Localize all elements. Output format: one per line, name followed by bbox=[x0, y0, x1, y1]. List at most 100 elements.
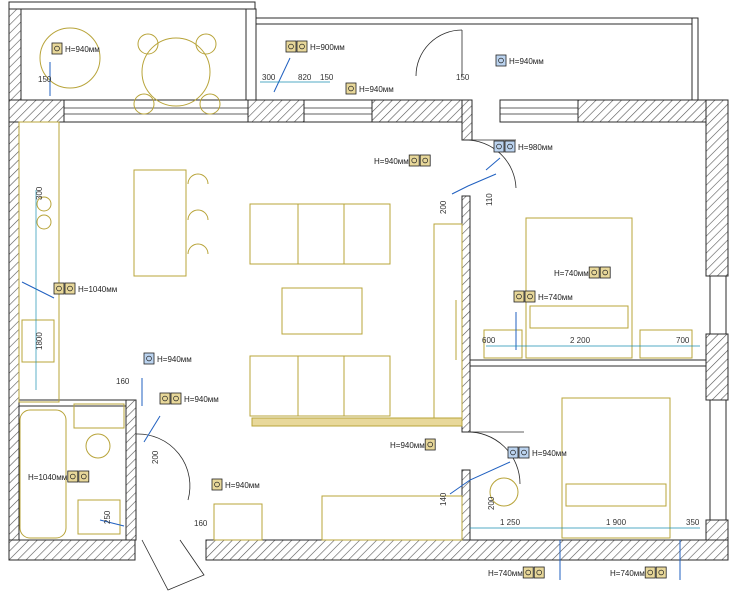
socket-icon bbox=[524, 290, 536, 303]
socket-outlet-icon bbox=[56, 285, 62, 292]
label-hall-top-socket: H=900мм bbox=[285, 40, 345, 53]
dim-kitchen-1800: 1800 bbox=[35, 332, 44, 350]
entrance-door bbox=[141, 539, 205, 591]
socket-icon bbox=[644, 566, 656, 579]
socket-outlet-icon bbox=[162, 395, 168, 402]
label-text: H=940мм bbox=[157, 355, 192, 364]
dim-hall-150: 150 bbox=[320, 73, 334, 82]
outer-right-wall-2 bbox=[705, 333, 729, 401]
label-text: H=940мм bbox=[184, 395, 219, 404]
socket-outlet-icon bbox=[427, 441, 433, 448]
socket-outlet-icon bbox=[422, 157, 428, 164]
kitchen-counter bbox=[18, 121, 60, 403]
living-door-arc bbox=[465, 139, 517, 189]
switch-icon bbox=[493, 140, 505, 153]
socket-outlet-icon bbox=[516, 293, 522, 300]
label-text: H=740мм bbox=[554, 269, 589, 278]
outer-top-wall-1 bbox=[8, 99, 65, 123]
socket-icon bbox=[522, 566, 534, 579]
bedroom2-round-chair bbox=[489, 477, 519, 507]
dim-bedroom2-350: 350 bbox=[686, 518, 700, 527]
washbasin bbox=[77, 499, 121, 535]
socket-outlet-icon bbox=[527, 293, 533, 300]
socket-icon bbox=[599, 266, 611, 279]
socket-icon bbox=[419, 154, 431, 167]
top-window-3 bbox=[499, 99, 579, 123]
balcony-round-table bbox=[39, 27, 101, 89]
dim-bedroom1-2200: 2 200 bbox=[570, 336, 591, 345]
socket-icon bbox=[588, 266, 600, 279]
label-text: H=940мм bbox=[359, 85, 394, 94]
dim-bedroom2-1900: 1 900 bbox=[606, 518, 627, 527]
socket-icon bbox=[345, 82, 357, 95]
label-hall-socket-left: H=940мм bbox=[159, 392, 219, 405]
label-text: H=900мм bbox=[310, 43, 345, 52]
dim-corr-140: 140 bbox=[439, 492, 448, 506]
bathtub bbox=[19, 409, 67, 539]
dim-bedroom1-600: 600 bbox=[482, 336, 496, 345]
label-bedroom2-bottom-right: H=740мм bbox=[610, 566, 667, 579]
socket-outlet-icon bbox=[173, 395, 179, 402]
dimensions bbox=[35, 81, 700, 529]
outer-top-wall-3 bbox=[371, 99, 465, 123]
socket-outlet-icon bbox=[348, 85, 354, 92]
cable-routes bbox=[21, 57, 681, 580]
socket-icon bbox=[67, 470, 79, 483]
bedroom1-bed bbox=[525, 217, 633, 359]
dimension-text: 150 300 820 150 150 200 110 300 1800 600… bbox=[35, 73, 700, 528]
dim-hall-160: 160 bbox=[116, 377, 130, 386]
socket-icon bbox=[513, 290, 525, 303]
dim-bottom-160: 160 bbox=[194, 519, 208, 528]
switch-icon bbox=[507, 446, 519, 459]
wardrobe bbox=[321, 495, 463, 541]
outer-right-wall-1 bbox=[705, 99, 729, 277]
switch-key-icon bbox=[498, 57, 504, 64]
outer-top-wall-4 bbox=[577, 99, 711, 123]
loggia-right bbox=[691, 17, 699, 101]
switch-key-icon bbox=[496, 143, 502, 150]
hob-burner bbox=[36, 196, 52, 212]
label-bathroom-socket: H=1040мм bbox=[28, 470, 90, 483]
socket-icon bbox=[51, 42, 63, 55]
socket-outlet-icon bbox=[288, 43, 294, 50]
label-text: H=740мм bbox=[610, 569, 645, 578]
shoe-cabinet bbox=[213, 503, 263, 541]
socket-outlet-icon bbox=[411, 157, 417, 164]
dim-hall-200: 200 bbox=[151, 450, 160, 464]
label-text: H=940мм bbox=[225, 481, 260, 490]
dim-bath-250: 250 bbox=[103, 510, 112, 524]
label-text: H=980мм bbox=[518, 143, 553, 152]
radiator-strip bbox=[251, 417, 463, 427]
dim-living-200: 200 bbox=[439, 200, 448, 214]
dim-hall-820: 820 bbox=[298, 73, 312, 82]
label-kitchen-socket: H=1040мм bbox=[53, 282, 117, 295]
switch-icon bbox=[518, 446, 530, 459]
socket-outlet-icon bbox=[214, 481, 220, 488]
socket-outlet-icon bbox=[525, 569, 531, 576]
switch-key-icon bbox=[510, 449, 516, 456]
label-text: H=940мм bbox=[532, 449, 567, 458]
socket-icon bbox=[424, 438, 436, 451]
dim-entry-150: 150 bbox=[456, 73, 470, 82]
bath-top-wall bbox=[18, 399, 136, 407]
balcony-dining-table bbox=[141, 37, 211, 107]
socket-outlet-icon bbox=[602, 269, 608, 276]
dining-island bbox=[133, 169, 187, 277]
label-text: H=1040мм bbox=[28, 473, 67, 482]
walls bbox=[8, 1, 729, 561]
switch-icon bbox=[495, 54, 507, 67]
top-window-2 bbox=[303, 99, 373, 123]
switch-key-icon bbox=[507, 143, 513, 150]
tv-unit bbox=[433, 223, 463, 421]
dim-bedroom1-700: 700 bbox=[676, 336, 690, 345]
label-bedroom1-bed: H=740мм bbox=[513, 290, 573, 303]
dim-corr-200: 200 bbox=[487, 496, 496, 510]
socket-icon bbox=[655, 566, 667, 579]
balcony-wall-top bbox=[8, 1, 256, 10]
socket-outlet-icon bbox=[70, 473, 76, 480]
socket-icon bbox=[53, 282, 65, 295]
outer-bottom-wall-1 bbox=[8, 539, 136, 561]
socket-outlet-icon bbox=[54, 45, 60, 52]
label-bedroom2-bottom-left: H=740мм bbox=[488, 566, 545, 579]
